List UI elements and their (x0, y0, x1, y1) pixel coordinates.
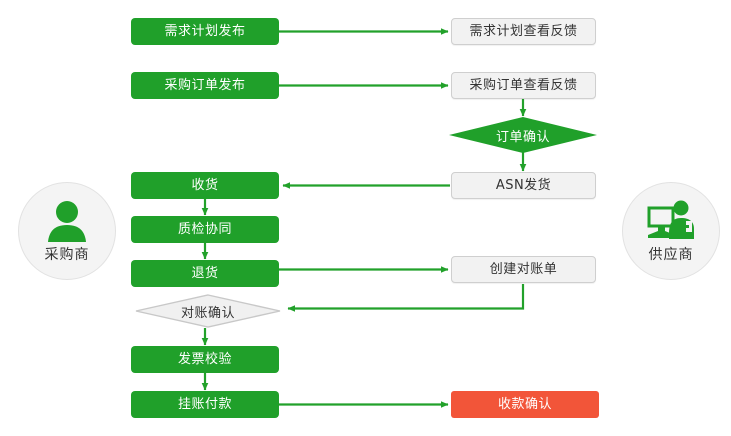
node-plan-review-label: 需求计划查看反馈 (469, 24, 578, 39)
node-po-publish[interactable]: 采购订单发布 (131, 72, 279, 99)
node-invoice-check-label: 发票校验 (177, 352, 232, 367)
node-reconcile-confirm-label: 对账确认 (180, 305, 235, 321)
node-receive-goods[interactable]: 收货 (131, 172, 279, 199)
person-icon (48, 200, 86, 242)
node-create-statement-label: 创建对账单 (489, 262, 558, 277)
node-reconcile-confirm[interactable]: 对账确认 (135, 294, 281, 328)
node-return-goods[interactable]: 退货 (131, 260, 279, 287)
node-create-statement[interactable]: 创建对账单 (451, 256, 596, 283)
node-plan-publish[interactable]: 需求计划发布 (131, 18, 279, 45)
node-return-goods-label: 退货 (191, 266, 219, 281)
edge-create-statement-to-reconcile-confirm (287, 284, 525, 312)
node-asn-shipment[interactable]: ASN发货 (451, 172, 596, 199)
node-plan-review[interactable]: 需求计划查看反馈 (451, 18, 596, 45)
diamond-shape-green (449, 117, 597, 153)
node-po-review-label: 采购订单查看反馈 (469, 78, 578, 93)
actor-buyer-label: 采购商 (44, 246, 90, 263)
node-asn-shipment-label: ASN发货 (495, 178, 552, 193)
node-quality-collab[interactable]: 质检协同 (131, 216, 279, 243)
person-with-computer-icon (647, 200, 694, 239)
actor-supplier[interactable]: 供应商 (622, 182, 720, 280)
node-order-confirm-label: 订单确认 (495, 129, 550, 145)
node-quality-collab-label: 质检协同 (177, 222, 232, 237)
node-invoice-check[interactable]: 发票校验 (131, 346, 279, 373)
node-receipt-confirm[interactable]: 收款确认 (451, 391, 599, 418)
node-plan-publish-label: 需求计划发布 (164, 24, 246, 39)
node-po-publish-label: 采购订单发布 (164, 78, 246, 93)
diamond-shape-grey (135, 294, 281, 328)
node-po-review[interactable]: 采购订单查看反馈 (451, 72, 596, 99)
node-receipt-confirm-label: 收款确认 (497, 397, 552, 412)
node-payment[interactable]: 挂账付款 (131, 391, 279, 418)
actor-supplier-label: 供应商 (648, 246, 694, 263)
node-receive-goods-label: 收货 (191, 178, 219, 193)
node-order-confirm[interactable]: 订单确认 (449, 117, 597, 153)
actor-buyer[interactable]: 采购商 (18, 182, 116, 280)
node-payment-label: 挂账付款 (177, 397, 232, 412)
